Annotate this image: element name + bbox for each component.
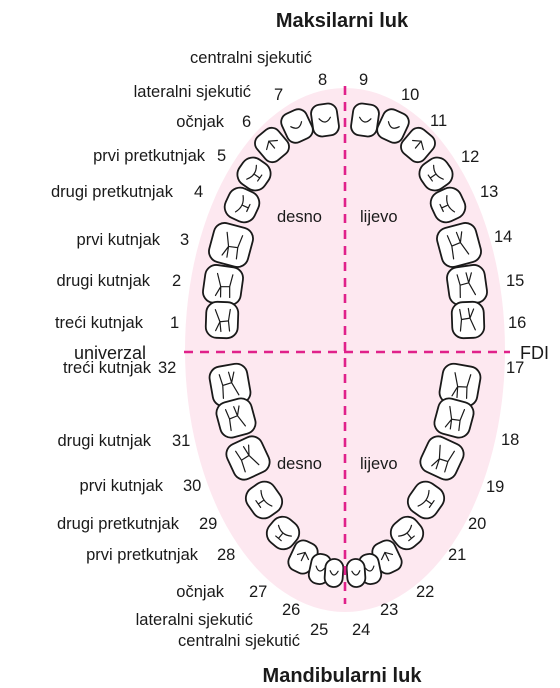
lower-tooth-number-24: 24 <box>352 621 370 639</box>
lower-central-incisor-label: centralni sjekutić <box>178 632 300 650</box>
upper-lateral-incisor-label: lateralni sjekutić <box>134 83 251 101</box>
lower-right-tooth-25-crown <box>324 558 344 587</box>
upper-central-incisor-label: centralni sjekutić <box>190 49 312 67</box>
lower-tooth-number-29: 29 <box>199 515 217 533</box>
lower-tooth-number-26: 26 <box>282 601 300 619</box>
upper-right-tooth-2-crown <box>202 264 245 307</box>
upper-tooth-number-2: 2 <box>172 272 181 290</box>
lower-second-molar-label: drugi kutnjak <box>57 432 151 450</box>
upper-third-molar-label: treći kutnjak <box>55 314 144 332</box>
upper-tooth-number-12: 12 <box>461 148 479 166</box>
upper-right-side-label: desno <box>277 208 322 226</box>
lower-lateral-incisor-label: lateralni sjekutić <box>136 611 253 629</box>
upper-tooth-number-9: 9 <box>359 71 368 89</box>
upper-left-tooth-9 <box>350 102 380 137</box>
lower-tooth-number-28: 28 <box>217 546 235 564</box>
upper-tooth-number-13: 13 <box>480 183 498 201</box>
lower-tooth-number-22: 22 <box>416 583 434 601</box>
upper-tooth-number-10: 10 <box>401 86 419 104</box>
lower-first-premolar-label: prvi pretkutnjak <box>86 546 199 564</box>
upper-canine-label: očnjak <box>176 113 224 131</box>
upper-first-premolar-label: prvi pretkutnjak <box>93 147 206 165</box>
lower-left-tooth-24 <box>346 558 366 587</box>
upper-left-tooth-16 <box>451 301 484 338</box>
upper-right-tooth-2 <box>202 264 245 307</box>
upper-second-molar-label: drugi kutnjak <box>56 272 150 290</box>
upper-left-tooth-15 <box>446 264 489 307</box>
lower-tooth-number-20: 20 <box>468 515 486 533</box>
upper-tooth-number-8: 8 <box>318 71 327 89</box>
upper-tooth-number-4: 4 <box>194 183 203 201</box>
upper-right-tooth-8 <box>310 102 340 137</box>
lower-first-molar-label: prvi kutnjak <box>80 477 164 495</box>
lower-tooth-number-27: 27 <box>249 583 267 601</box>
lower-tooth-number-31: 31 <box>172 432 190 450</box>
upper-tooth-number-7: 7 <box>274 86 283 104</box>
upper-left-tooth-16-crown <box>451 301 484 338</box>
maxillary-arch-title: Maksilarni luk <box>276 10 409 32</box>
upper-tooth-number-5: 5 <box>217 147 226 165</box>
lower-tooth-number-18: 18 <box>501 431 519 449</box>
upper-left-tooth-9-crown <box>350 102 380 137</box>
upper-right-tooth-8-crown <box>310 102 340 137</box>
upper-first-molar-label: prvi kutnjak <box>77 231 161 249</box>
upper-tooth-number-16: 16 <box>508 314 526 332</box>
upper-left-tooth-15-crown <box>446 264 489 307</box>
mandibular-arch-title: Mandibularni luk <box>263 665 423 687</box>
upper-tooth-number-3: 3 <box>180 231 189 249</box>
lower-tooth-number-19: 19 <box>486 478 504 496</box>
lower-third-molar-label: treći kutnjak <box>63 359 152 377</box>
lower-left-side-label: lijevo <box>360 455 398 473</box>
lower-tooth-number-32: 32 <box>158 359 176 377</box>
upper-left-side-label: lijevo <box>360 208 398 226</box>
lower-left-tooth-24-crown <box>346 558 366 587</box>
upper-tooth-number-6: 6 <box>242 113 251 131</box>
lower-right-tooth-25 <box>324 558 344 587</box>
lower-tooth-number-25: 25 <box>310 621 328 639</box>
upper-right-tooth-1-crown <box>205 301 238 338</box>
lower-second-premolar-label: drugi pretkutnjak <box>57 515 180 533</box>
lower-right-side-label: desno <box>277 455 322 473</box>
lower-tooth-number-21: 21 <box>448 546 466 564</box>
lower-canine-label: očnjak <box>176 583 224 601</box>
lower-tooth-number-17: 17 <box>506 359 524 377</box>
upper-tooth-number-14: 14 <box>494 228 512 246</box>
lower-tooth-number-30: 30 <box>183 477 201 495</box>
upper-tooth-number-15: 15 <box>506 272 524 290</box>
upper-tooth-number-11: 11 <box>430 112 447 130</box>
upper-second-premolar-label: drugi pretkutnjak <box>51 183 174 201</box>
upper-tooth-number-1: 1 <box>170 314 179 332</box>
upper-right-tooth-1 <box>205 301 238 338</box>
lower-tooth-number-23: 23 <box>380 601 398 619</box>
